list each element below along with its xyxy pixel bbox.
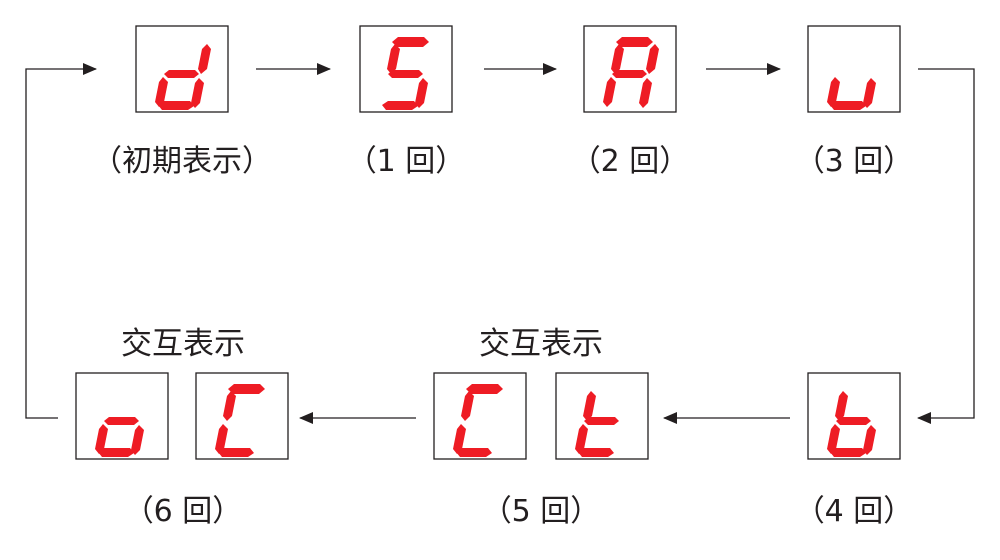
arrow-3-to-4 bbox=[917, 68, 975, 424]
caption-4: （4 回） bbox=[794, 494, 914, 529]
caption-2: （2 回） bbox=[570, 144, 690, 179]
display-box-3 bbox=[807, 25, 901, 113]
arrow-6-to-initial bbox=[25, 63, 97, 419]
display-box-6a bbox=[75, 372, 169, 460]
caption-3: （3 回） bbox=[794, 144, 914, 179]
display-box-5b bbox=[555, 372, 649, 460]
caption-5: （5 回） bbox=[481, 494, 601, 529]
alternating-display-label-5: 交互表示 bbox=[479, 326, 603, 362]
display-box-initial bbox=[135, 25, 229, 113]
caption-6: （6 回） bbox=[123, 494, 243, 529]
display-box-4 bbox=[807, 372, 901, 460]
alternating-display-label-6: 交互表示 bbox=[121, 326, 245, 362]
caption-initial: （初期表示） bbox=[92, 144, 272, 179]
caption-1: （1 回） bbox=[346, 144, 466, 179]
